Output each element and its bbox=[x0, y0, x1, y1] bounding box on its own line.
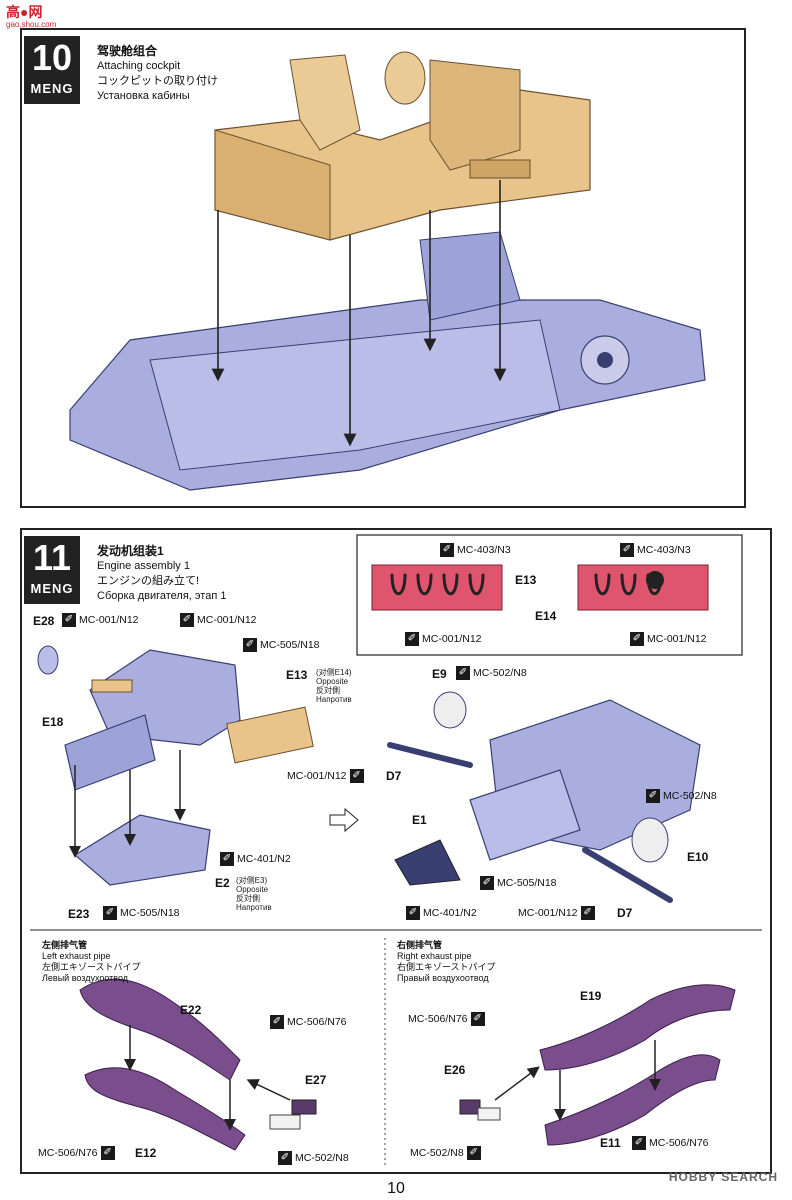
paint-callout: MC-506/N76✐ bbox=[38, 1146, 118, 1160]
part-label-d7: D7 bbox=[386, 769, 402, 783]
engine-block-left-illustration bbox=[37, 645, 241, 886]
part-label-e13: E13 bbox=[515, 573, 537, 587]
step-11-number: 11 bbox=[32, 537, 72, 578]
paint-callout: MC-506/N76✐ bbox=[408, 1012, 488, 1026]
glue-icon: ✐ bbox=[103, 906, 117, 920]
part-label-e27: E27 bbox=[305, 1073, 327, 1087]
paint-callout: ✐MC-001/N12 bbox=[630, 632, 707, 646]
glue-icon: ✐ bbox=[456, 666, 470, 680]
glue-icon: ✐ bbox=[620, 543, 634, 557]
step-11-title-ja: エンジンの組み立て! bbox=[97, 575, 200, 587]
part-label-e12: E12 bbox=[135, 1146, 157, 1160]
step-10-arrows bbox=[211, 180, 507, 447]
step-10-title-ja: コックピットの取り付け bbox=[97, 75, 218, 87]
paint-callout: ✐MC-403/N3 bbox=[620, 543, 691, 557]
part-label-e22: E22 bbox=[180, 1003, 202, 1017]
opposite-note: (对侧E3) Opposite 反対側 Напротив bbox=[236, 876, 272, 912]
part-label-e2: E2 bbox=[215, 876, 230, 890]
brand-logo: MENG bbox=[30, 581, 74, 596]
paint-callout: ✐MC-502/N8 bbox=[646, 789, 717, 803]
cockpit-tub-illustration bbox=[214, 51, 591, 241]
watermark-hobby-search: HOBBY SEARCH bbox=[668, 1170, 778, 1184]
part-label-e26: E26 bbox=[444, 1063, 466, 1077]
part-label-e19: E19 bbox=[580, 989, 602, 1003]
left-exhaust-title: 左侧排气管 Left exhaust pipe 左側エキゾーストパイプ Левы… bbox=[42, 940, 141, 983]
glue-icon: ✐ bbox=[180, 613, 194, 627]
step-11-title-zh: 发动机组装1 bbox=[97, 544, 164, 558]
step-10-title-ru: Установка кабины bbox=[97, 90, 190, 102]
glue-icon: ✐ bbox=[466, 1146, 481, 1160]
glue-icon: ✐ bbox=[632, 1136, 646, 1150]
glue-icon: ✐ bbox=[62, 613, 76, 627]
glue-icon: ✐ bbox=[278, 1151, 292, 1165]
brand-logo: MENG bbox=[30, 81, 74, 96]
part-label-e18: E18 bbox=[42, 715, 64, 729]
opposite-note: (对侧E14) Opposite 反対側 Напротив bbox=[316, 668, 352, 704]
paint-callout: ✐MC-502/N8 bbox=[278, 1151, 349, 1165]
paint-callout: ✐MC-401/N2 bbox=[220, 852, 291, 866]
engine-assembly-right-illustration bbox=[387, 691, 701, 903]
right-exhaust-title: 右侧排气管 Right exhaust pipe 右側エキゾーストパイプ Пра… bbox=[397, 940, 496, 983]
chassis-illustration bbox=[69, 231, 706, 491]
paint-callout: ✐MC-505/N18 bbox=[243, 638, 320, 652]
left-exhaust-illustration bbox=[79, 978, 317, 1151]
part-label-e10: E10 bbox=[687, 850, 709, 864]
part-label-e23: E23 bbox=[68, 907, 90, 921]
glue-icon: ✐ bbox=[243, 638, 257, 652]
step-11-title-ru: Сборка двигателя, этап 1 bbox=[97, 590, 227, 602]
step-10-title-en: Attaching cockpit bbox=[97, 60, 181, 72]
part-label-e13-opposite: E13 bbox=[286, 668, 308, 682]
glue-icon: ✐ bbox=[405, 632, 419, 646]
paint-callout: ✐MC-403/N3 bbox=[440, 543, 511, 557]
part-label-e9: E9 bbox=[432, 667, 447, 681]
paint-callout: ✐MC-505/N18 bbox=[103, 906, 180, 920]
paint-callout: ✐MC-001/N12 bbox=[405, 632, 482, 646]
glue-icon: ✐ bbox=[480, 876, 494, 890]
glue-icon: ✐ bbox=[646, 789, 660, 803]
step-10-title-zh: 驾驶舱组合 bbox=[97, 44, 158, 58]
engine-head-e14 bbox=[577, 564, 709, 611]
engine-head-e13 bbox=[371, 564, 503, 611]
step-11-title-en: Engine assembly 1 bbox=[97, 560, 190, 572]
detail-box bbox=[356, 534, 743, 656]
glue-icon: ✐ bbox=[630, 632, 644, 646]
paint-callout: ✐MC-001/N12 bbox=[62, 613, 139, 627]
right-exhaust-illustration bbox=[459, 984, 736, 1146]
paint-callout: ✐MC-401/N2 bbox=[406, 906, 477, 920]
paint-callout: ✐MC-506/N76 bbox=[270, 1015, 347, 1029]
paint-callout: MC-001/N12✐ bbox=[287, 769, 367, 783]
watermark-logo: 高●网 bbox=[6, 4, 43, 20]
paint-callout: ✐MC-502/N8 bbox=[456, 666, 527, 680]
glue-icon: ✐ bbox=[100, 1146, 115, 1160]
part-label-e28: E28 bbox=[33, 614, 55, 628]
step-10-number: 10 bbox=[31, 37, 73, 78]
next-step-arrow bbox=[329, 807, 359, 833]
paint-callout: ✐MC-505/N18 bbox=[480, 876, 557, 890]
step-10-badge: 10 MENG bbox=[24, 36, 80, 104]
step-11-title: 发动机组装1 Engine assembly 1 エンジンの組み立て! Сбор… bbox=[97, 544, 226, 604]
glue-icon: ✐ bbox=[270, 1015, 284, 1029]
page-number: 10 bbox=[387, 1180, 405, 1197]
watermark-url: gao.shou.com bbox=[6, 20, 57, 29]
step-11-badge: 11 MENG bbox=[24, 536, 80, 604]
step-11-panel bbox=[20, 528, 772, 1174]
glue-icon: ✐ bbox=[406, 906, 420, 920]
glue-icon: ✐ bbox=[470, 1012, 485, 1026]
part-label-d7: D7 bbox=[617, 906, 633, 920]
part-label-e14: E14 bbox=[535, 609, 557, 623]
glue-icon: ✐ bbox=[580, 906, 595, 920]
part-label-e11: E11 bbox=[600, 1136, 621, 1150]
glue-icon: ✐ bbox=[349, 769, 364, 783]
glue-icon: ✐ bbox=[220, 852, 234, 866]
paint-callout: MC-502/N8✐ bbox=[410, 1146, 484, 1160]
engine-head-opposite bbox=[226, 706, 314, 764]
step-10-title: 驾驶舱组合 Attaching cockpit コックピットの取り付け Уста… bbox=[97, 44, 218, 104]
paint-callout: ✐MC-001/N12 bbox=[180, 613, 257, 627]
part-label-e1: E1 bbox=[412, 813, 427, 827]
paint-callout: ✐MC-506/N76 bbox=[632, 1136, 709, 1150]
glue-icon: ✐ bbox=[440, 543, 454, 557]
paint-callout: MC-001/N12✐ bbox=[518, 906, 598, 920]
